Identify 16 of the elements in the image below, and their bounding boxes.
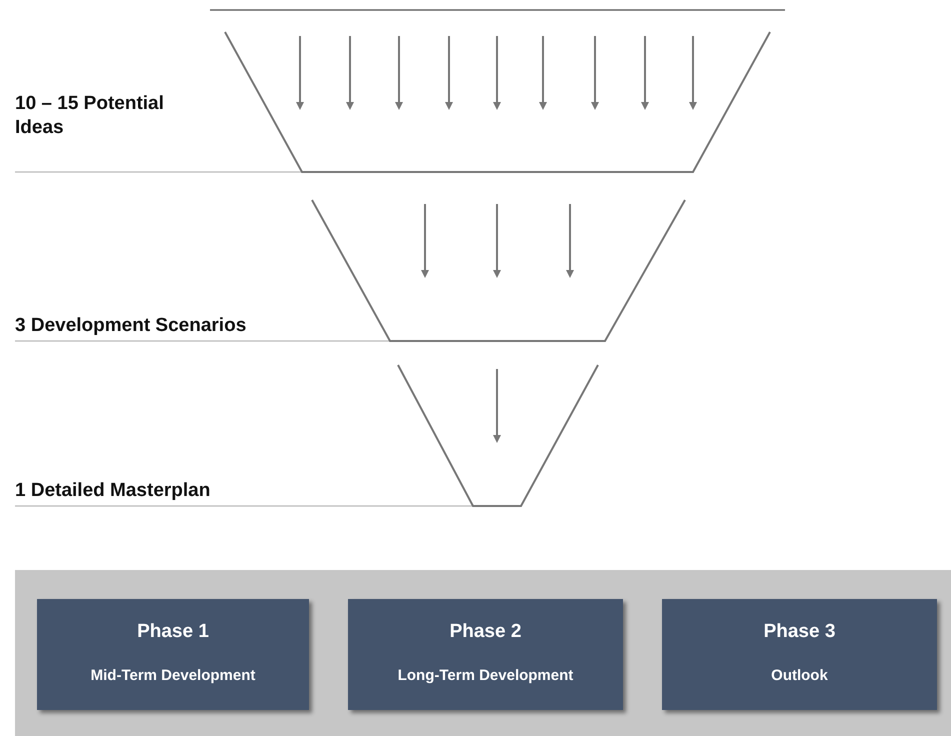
funnel-stage: [224, 32, 771, 174]
phase-title: Phase 3: [762, 621, 836, 643]
phase-title: Phase 1: [136, 621, 210, 643]
phase-card: [662, 599, 937, 710]
stage-label: 1 Detailed Masterplan: [15, 479, 210, 503]
phase-band: [15, 570, 951, 736]
funnel-stage: [311, 200, 686, 343]
phase-title: Phase 2: [448, 621, 522, 643]
stage-label: 10 – 15 Potential Ideas: [15, 92, 165, 140]
phase-subtitle: Long-Term Development: [396, 667, 574, 684]
phase-card: [37, 599, 309, 710]
phase-card: [348, 599, 623, 710]
phase-subtitle: Mid-Term Development: [90, 667, 256, 684]
funnel-stage: [397, 365, 599, 508]
phase-subtitle: Outlook: [770, 667, 829, 684]
stage-label: 3 Development Scenarios: [15, 314, 246, 338]
